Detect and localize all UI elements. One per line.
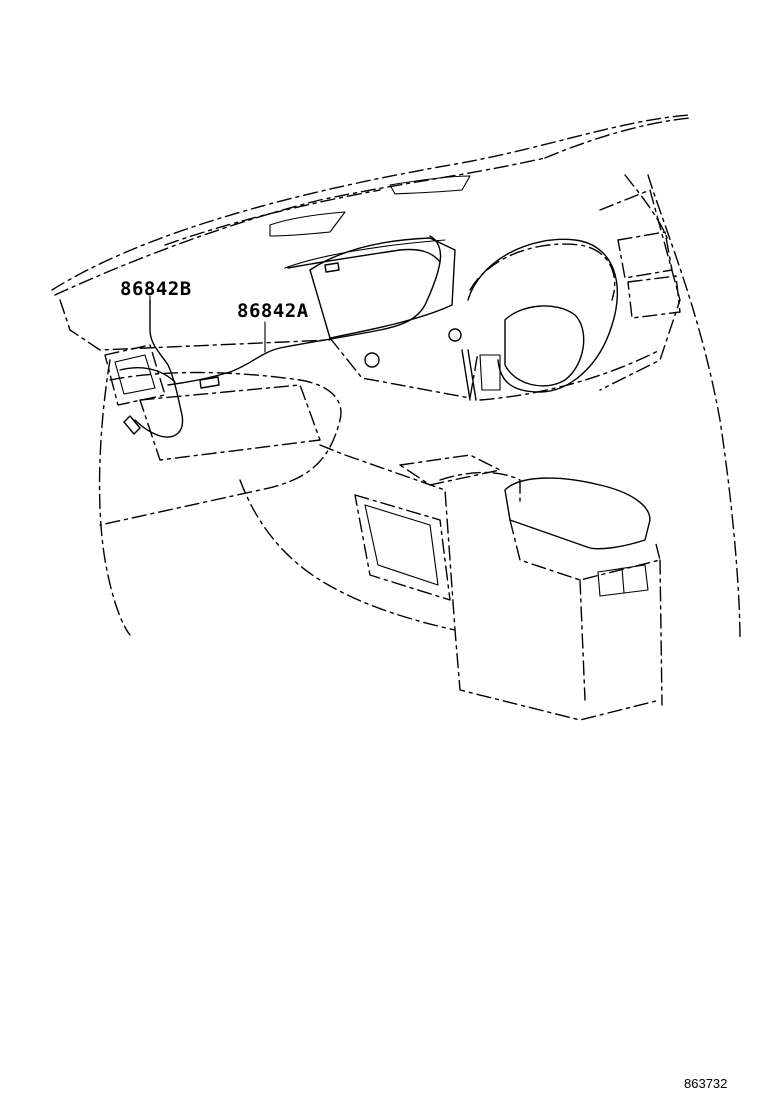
right-vent-lower (627, 275, 681, 319)
shifter-area (439, 471, 521, 506)
dash-front-edge (59, 299, 331, 351)
defroster-vent-top (389, 175, 471, 195)
console-top (399, 454, 501, 486)
knob-right (448, 328, 462, 342)
harness-b-connector (123, 415, 141, 435)
dash-top (54, 157, 546, 296)
right-lower-trim (479, 349, 661, 401)
windshield-outline (51, 114, 691, 291)
defroster-vent (269, 211, 346, 237)
callout-86842B: 86842B (120, 278, 192, 300)
steering-wheel-rim (467, 238, 619, 393)
knob-left (364, 352, 380, 368)
armrest-body (509, 519, 661, 581)
left-vent-block (104, 344, 166, 406)
steering-hub (504, 305, 585, 387)
rear-vent (597, 564, 649, 597)
callout-86842A: 86842A (237, 300, 309, 322)
roof-line (544, 117, 691, 159)
left-vent-inner (114, 354, 156, 395)
figure-code: 863732 (684, 1076, 728, 1091)
harness-a-clip-2 (324, 262, 340, 273)
armrest-base (579, 559, 663, 706)
a-pillar-right-inner (624, 174, 669, 241)
center-stack (329, 337, 479, 399)
harness-a-clip (199, 376, 220, 389)
harness-b (134, 299, 184, 438)
right-vent-upper (617, 231, 673, 279)
steering-column (479, 354, 501, 391)
left-side-pillar (98, 359, 131, 636)
harness-a-top (287, 248, 441, 269)
right-dash-end (599, 189, 681, 391)
dash-top-seam (164, 189, 381, 246)
rear-vent-divider (621, 567, 625, 594)
harness-a-drop (461, 349, 477, 401)
display-hood (284, 239, 446, 269)
armrest-lid (504, 477, 651, 550)
console-storage (354, 494, 451, 601)
console-left-side (239, 479, 456, 631)
console-front (319, 444, 661, 721)
glovebox (139, 384, 321, 461)
left-lower-dash (99, 371, 342, 526)
harness-b-branch (119, 367, 176, 383)
a-pillar-right (647, 174, 741, 641)
console-storage-inner (364, 504, 439, 586)
instrument-cluster (469, 243, 616, 301)
